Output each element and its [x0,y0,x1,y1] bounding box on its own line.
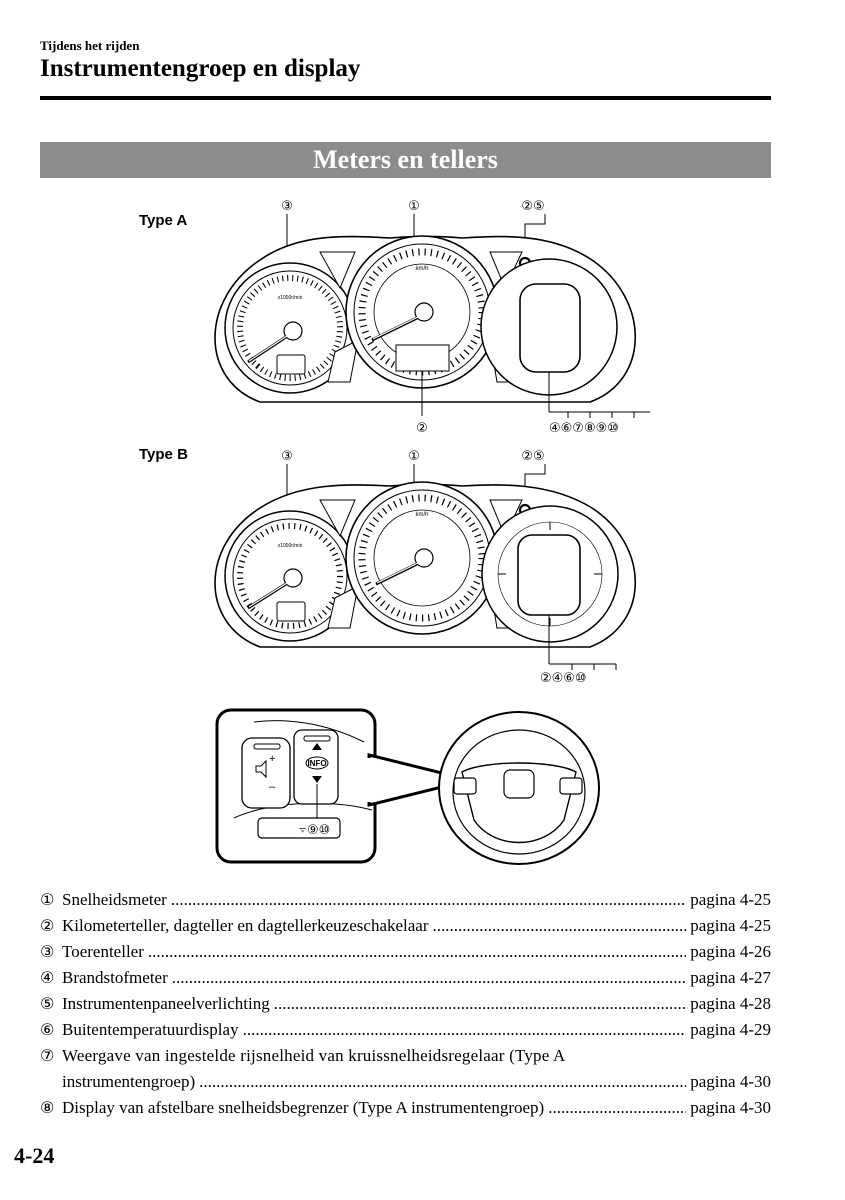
item-label: Snelheidsmeter [62,890,167,909]
page-reference-link[interactable]: pagina 4-25 [690,890,771,909]
item-number: ④ [40,968,55,987]
item-label: Display van afstelbare snelheidsbegrenze… [62,1098,545,1117]
speaker-icon [255,759,267,779]
item-label: Kilometerteller, dagteller en dagtellerk… [62,916,429,935]
reference-list: ① Snelheidsmeter pagina 4-25 ② Kilometer… [40,887,771,1121]
volume-minus-label: – [269,781,276,793]
page-reference-link[interactable]: pagina 4-26 [690,942,771,961]
odometer-display [395,344,450,372]
item-label: Weergave van ingestelde rijsnelheid van … [62,1046,566,1065]
warning-window-left-lower [327,585,359,629]
item-number: ③ [40,942,55,961]
item-label: Instrumentenpaneelverlichting [62,994,270,1013]
warning-window-left [319,251,356,290]
page-reference-link[interactable]: pagina 4-27 [690,968,771,987]
cluster-type-b-figure: ③ ① ②⑤ x1000r/min km/h ②④⑥⑩ [214,449,636,686]
right-spoke-switches [559,777,583,795]
zoom-pointer [367,753,448,807]
multi-information-display [517,534,581,616]
speedometer-unit: km/h [415,512,428,518]
callout-1: ① [408,449,420,464]
leader-dots [548,1095,686,1121]
left-spoke-switches [453,777,477,795]
item-label-continuation: instrumentengroep) [62,1072,196,1091]
leader-dots [171,887,686,913]
leader-dots [274,991,687,1017]
page-reference-link[interactable]: pagina 4-28 [690,994,771,1013]
item-label: Buitentemperatuurdisplay [62,1020,239,1039]
list-item: ⑦ Weergave van ingestelde rijsnelheid va… [40,1043,771,1069]
page-number: 4-24 [14,1143,55,1168]
item-number: ⑦ [40,1046,55,1065]
steering-wheel-figure: + – INFO ᯤ ⑨⑩ [215,708,600,865]
callout-9-10: ⑨⑩ [307,823,330,838]
list-item: ⑧ Display van afstelbare snelheidsbegren… [40,1095,771,1121]
info-button-label: INFO [307,759,326,768]
voice-switch [257,817,341,839]
up-arrow-icon [312,743,322,750]
leader-dots [243,1017,687,1043]
steering-wheel-hub [461,762,577,844]
cluster-type-a-figure: ③ ① ②⑤ x1000r/min km/h ② ④⑥⑦⑧⑨⑩ [214,199,650,436]
tachometer-unit: x1000r/min [278,295,303,301]
list-item: ① Snelheidsmeter pagina 4-25 [40,887,771,913]
leader-dots [148,939,686,965]
page-reference-link[interactable]: pagina 4-30 [690,1072,771,1091]
warning-window-left [319,499,356,538]
leader-dots [172,965,687,991]
fuel-gauge-ticks [498,522,602,626]
type-a-label: Type A [139,212,188,229]
tachometer-ticks [237,523,343,629]
item-number: ② [40,916,55,935]
type-b-label: Type B [139,446,188,463]
item-number: ⑤ [40,994,55,1013]
voice-icon: ᯤ [299,825,306,834]
speedometer-hub [414,548,434,568]
callout-2-4-6-10: ②④⑥⑩ [540,671,587,686]
item-label: Brandstofmeter [62,968,168,987]
list-item: ② Kilometerteller, dagteller en dagtelle… [40,913,771,939]
list-item: ⑤ Instrumentenpaneelverlichting pagina 4… [40,991,771,1017]
list-item: ⑥ Buitentemperatuurdisplay pagina 4-29 [40,1017,771,1043]
callout-3: ③ [281,199,293,214]
page-title: Instrumentengroep en display [40,55,361,82]
item-label: Toerenteller [62,942,144,961]
item-number: ⑥ [40,1020,55,1039]
callout-3: ③ [281,449,293,464]
speedometer-unit: km/h [415,266,428,272]
callout-1: ① [408,199,420,214]
page-reference-link[interactable]: pagina 4-29 [690,1020,771,1039]
callout-2: ② [416,421,428,436]
tachometer-display [276,601,306,622]
page-reference-link[interactable]: pagina 4-25 [690,916,771,935]
title-rule [40,96,771,100]
tachometer-unit: x1000r/min [278,543,303,549]
leader-dots [433,913,687,939]
page-reference-link[interactable]: pagina 4-30 [690,1098,771,1117]
leader-dots [199,1069,686,1095]
tachometer-ticks [237,275,343,381]
speedometer-ticks [358,494,486,622]
item-number: ⑧ [40,1098,55,1117]
warning-window-left-lower [327,339,359,383]
callout-2-5: ②⑤ [521,199,544,214]
tachometer-hub [283,321,303,341]
section-banner: Meters en tellers [40,142,771,178]
tachometer-display [276,354,306,375]
list-item-continuation: instrumentengroep) pagina 4-30 [40,1069,771,1095]
multi-information-display [519,283,581,373]
list-item: ④ Brandstofmeter pagina 4-27 [40,965,771,991]
volume-plus-label: + [269,753,275,765]
breadcrumb: Tijdens het rijden [40,38,140,53]
speedometer-hub [414,302,434,322]
airbag-logo [503,769,535,799]
callout-4-10: ④⑥⑦⑧⑨⑩ [549,421,619,436]
down-arrow-icon [312,776,322,783]
item-number: ① [40,890,55,909]
callout-2-5: ②⑤ [521,449,544,464]
tachometer-hub [283,568,303,588]
list-item: ③ Toerenteller pagina 4-26 [40,939,771,965]
